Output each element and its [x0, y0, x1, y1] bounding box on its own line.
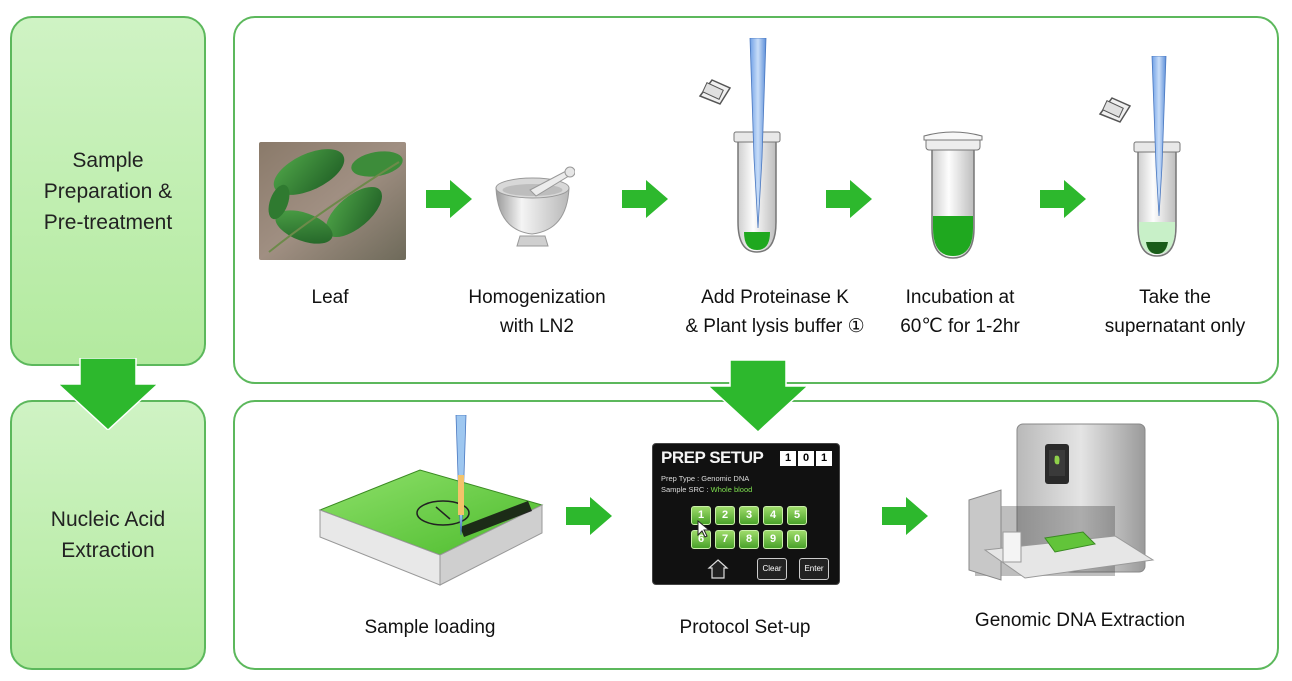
extraction-machine-image: [968, 423, 1155, 581]
tube-incubation-image: [923, 131, 983, 259]
sample-src-label: Sample SRC :: [661, 485, 711, 494]
arrow-right-3: [826, 180, 872, 218]
arrow-right-4: [1040, 180, 1086, 218]
step-label-sample-loading: Sample loading: [364, 617, 496, 638]
enter-button[interactable]: Enter: [799, 558, 829, 580]
key-4[interactable]: 4: [763, 506, 783, 525]
arrow-right-2: [622, 180, 668, 218]
extraction-section-box: Nucleic Acid Extraction: [10, 400, 206, 670]
screen-title: PREP SETUP: [661, 448, 764, 467]
step-label-protocol-setup: Protocol Set-up: [679, 617, 811, 638]
arrow-right-1: [426, 180, 472, 218]
step-label-homogenization: Homogenization with LN2: [468, 287, 606, 337]
down-arrow-left: [58, 358, 158, 430]
leaf-image: [259, 142, 406, 260]
sample-plate-image: [318, 415, 544, 586]
down-arrow-center: [708, 360, 808, 432]
arrow-right-5: [566, 497, 612, 535]
mortar-pestle-image: [495, 166, 575, 247]
arrow-right-6: [882, 497, 928, 535]
key-2[interactable]: 2: [715, 506, 735, 525]
screen-digit-2: 0: [798, 451, 814, 466]
step-label-supernatant: Take the supernatant only: [1104, 287, 1246, 337]
step-label-dna-extraction: Genomic DNA Extraction: [974, 610, 1186, 631]
prep-section-label: Sample Preparation & Pre-treatment: [43, 148, 173, 234]
clear-button[interactable]: Clear: [757, 558, 787, 580]
tube-proteinase-image: [698, 38, 781, 253]
key-9[interactable]: 9: [763, 530, 783, 549]
screen-sample-src: Sample SRC : Whole blood: [661, 485, 752, 494]
key-0[interactable]: 0: [787, 530, 807, 549]
step-label-proteinase: Add Proteinase K & Plant lysis buffer ①: [685, 287, 865, 337]
key-1[interactable]: 1: [691, 506, 711, 525]
key-7[interactable]: 7: [715, 530, 735, 549]
step-label-incubation: Incubation at 60℃ for 1-2hr: [900, 287, 1020, 337]
step-label-leaf: Leaf: [311, 287, 349, 308]
tube-supernatant-image: [1098, 56, 1181, 257]
home-icon[interactable]: [707, 558, 729, 580]
key-8[interactable]: 8: [739, 530, 759, 549]
key-5[interactable]: 5: [787, 506, 807, 525]
prep-section-box: Sample Preparation & Pre-treatment: [10, 16, 206, 366]
cursor-icon: [697, 520, 711, 538]
sample-src-value: Whole blood: [710, 485, 753, 494]
key-3[interactable]: 3: [739, 506, 759, 525]
extraction-section-label: Nucleic Acid Extraction: [50, 508, 166, 562]
screen-digit-1: 1: [780, 451, 796, 466]
screen-prep-type: Prep Type : Genomic DNA: [661, 474, 750, 483]
prep-setup-screen: PREP SETUP 1 0 1 Prep Type : Genomic DNA…: [652, 443, 840, 585]
screen-digit-3: 1: [816, 451, 832, 466]
